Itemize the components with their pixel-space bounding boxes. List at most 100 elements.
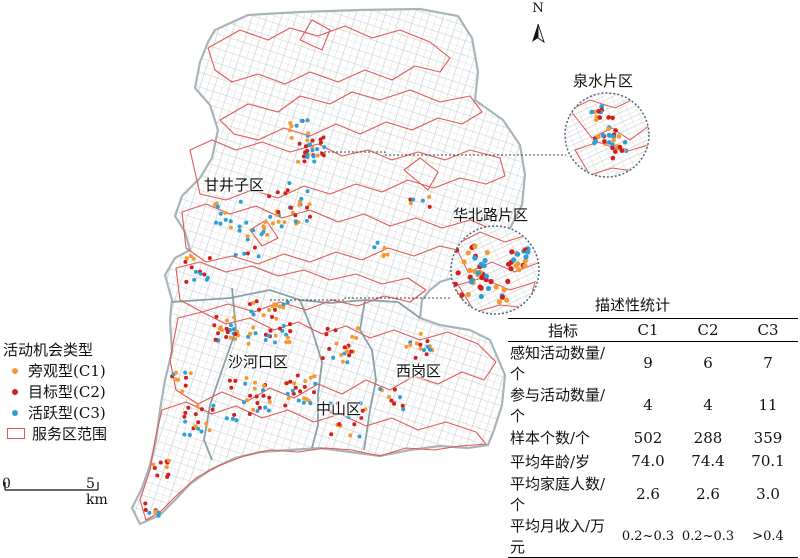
activity-point — [284, 340, 289, 345]
activity-point — [302, 384, 307, 389]
table-row: 平均家庭人数/个 2.6 2.6 3.0 — [508, 473, 798, 515]
activity-point — [493, 284, 499, 290]
activity-point — [283, 403, 288, 408]
activity-point — [266, 333, 271, 338]
activity-point — [467, 267, 473, 273]
activity-point — [199, 429, 204, 434]
activity-point — [496, 299, 502, 305]
activity-point — [477, 284, 483, 290]
activity-point — [304, 218, 309, 223]
activity-point — [244, 220, 249, 225]
activity-point — [375, 240, 380, 245]
activity-point — [263, 220, 268, 224]
district-label-xigang: 西岗区 — [396, 362, 442, 380]
activity-point — [337, 422, 342, 427]
stats-header-metric: 指标 — [508, 318, 618, 342]
activity-point — [305, 138, 310, 143]
activity-point — [308, 142, 312, 147]
cell-c3: 7 — [763, 354, 773, 372]
activity-point — [259, 232, 264, 237]
activity-point — [246, 334, 251, 339]
activity-point — [596, 109, 601, 114]
stats-table: 指标 C1 C2 C3 感知活动数量/个 9 6 7 参与活动数量/个 4 4 … — [508, 318, 798, 558]
activity-point — [270, 221, 275, 226]
activity-point — [152, 465, 157, 470]
activity-point — [329, 432, 334, 437]
activity-point — [224, 335, 229, 339]
activity-point — [346, 415, 351, 419]
activity-point — [335, 401, 340, 406]
activity-point — [268, 328, 273, 333]
activity-point — [333, 328, 338, 333]
activity-point — [597, 115, 603, 120]
activity-point — [249, 309, 254, 314]
activity-point — [233, 378, 238, 383]
stats-header-row: 指标 C1 C2 C3 — [508, 318, 798, 342]
activity-point — [251, 325, 256, 330]
activity-point — [392, 401, 397, 406]
activity-point — [225, 318, 229, 323]
activity-point — [275, 190, 280, 195]
activity-point — [515, 251, 521, 257]
activity-point — [174, 370, 178, 375]
activity-point — [472, 255, 478, 261]
activity-point — [472, 243, 478, 249]
activity-point — [248, 393, 253, 398]
activity-point — [303, 150, 307, 155]
activity-point — [298, 389, 303, 394]
activity-point — [255, 409, 260, 413]
activity-point — [482, 257, 488, 264]
activity-point — [352, 422, 357, 427]
activity-point — [182, 414, 187, 419]
activity-point — [513, 263, 519, 269]
activity-point — [613, 128, 618, 133]
activity-point — [184, 256, 189, 261]
activity-point — [156, 513, 161, 518]
activity-point — [285, 188, 290, 193]
activity-point — [243, 381, 248, 386]
scale-start-label: 0 — [2, 476, 11, 492]
activity-point — [234, 418, 239, 423]
activity-point — [261, 393, 266, 398]
activity-point — [483, 273, 489, 279]
activity-point — [478, 261, 484, 267]
activity-point — [248, 302, 252, 307]
activity-point — [253, 331, 258, 336]
activity-point — [478, 293, 484, 300]
activity-point — [408, 342, 413, 347]
activity-point — [274, 303, 279, 308]
activity-point — [293, 219, 298, 224]
activity-point — [147, 510, 152, 515]
activity-point — [251, 312, 256, 317]
activity-point — [312, 374, 317, 379]
activity-point — [297, 202, 302, 207]
activity-point — [214, 314, 219, 319]
activity-point — [318, 137, 323, 142]
activity-point — [318, 140, 323, 145]
activity-point — [216, 331, 221, 336]
activity-point — [303, 379, 308, 384]
activity-point — [301, 400, 306, 405]
activity-point — [593, 138, 598, 144]
activity-point — [252, 386, 257, 391]
activity-point — [164, 465, 169, 470]
activity-point — [263, 405, 268, 410]
activity-point — [273, 340, 277, 345]
activity-point — [360, 408, 365, 413]
activity-point — [228, 323, 233, 328]
cell-c1: 0.2~0.3 — [618, 515, 678, 558]
stats-header-c3: C3 — [738, 318, 798, 342]
activity-point — [247, 412, 252, 416]
activity-point — [288, 329, 293, 334]
activity-point — [211, 403, 216, 408]
activity-point — [223, 210, 228, 215]
activity-point — [265, 232, 270, 237]
activity-point — [288, 128, 292, 133]
activity-point — [501, 287, 507, 293]
activity-point — [465, 250, 471, 256]
activity-point — [285, 335, 290, 340]
activity-point — [303, 144, 308, 149]
activity-points — [143, 118, 435, 518]
cell-c2: 6 — [703, 354, 713, 372]
row-label: 平均家庭人数/个 — [510, 475, 606, 514]
